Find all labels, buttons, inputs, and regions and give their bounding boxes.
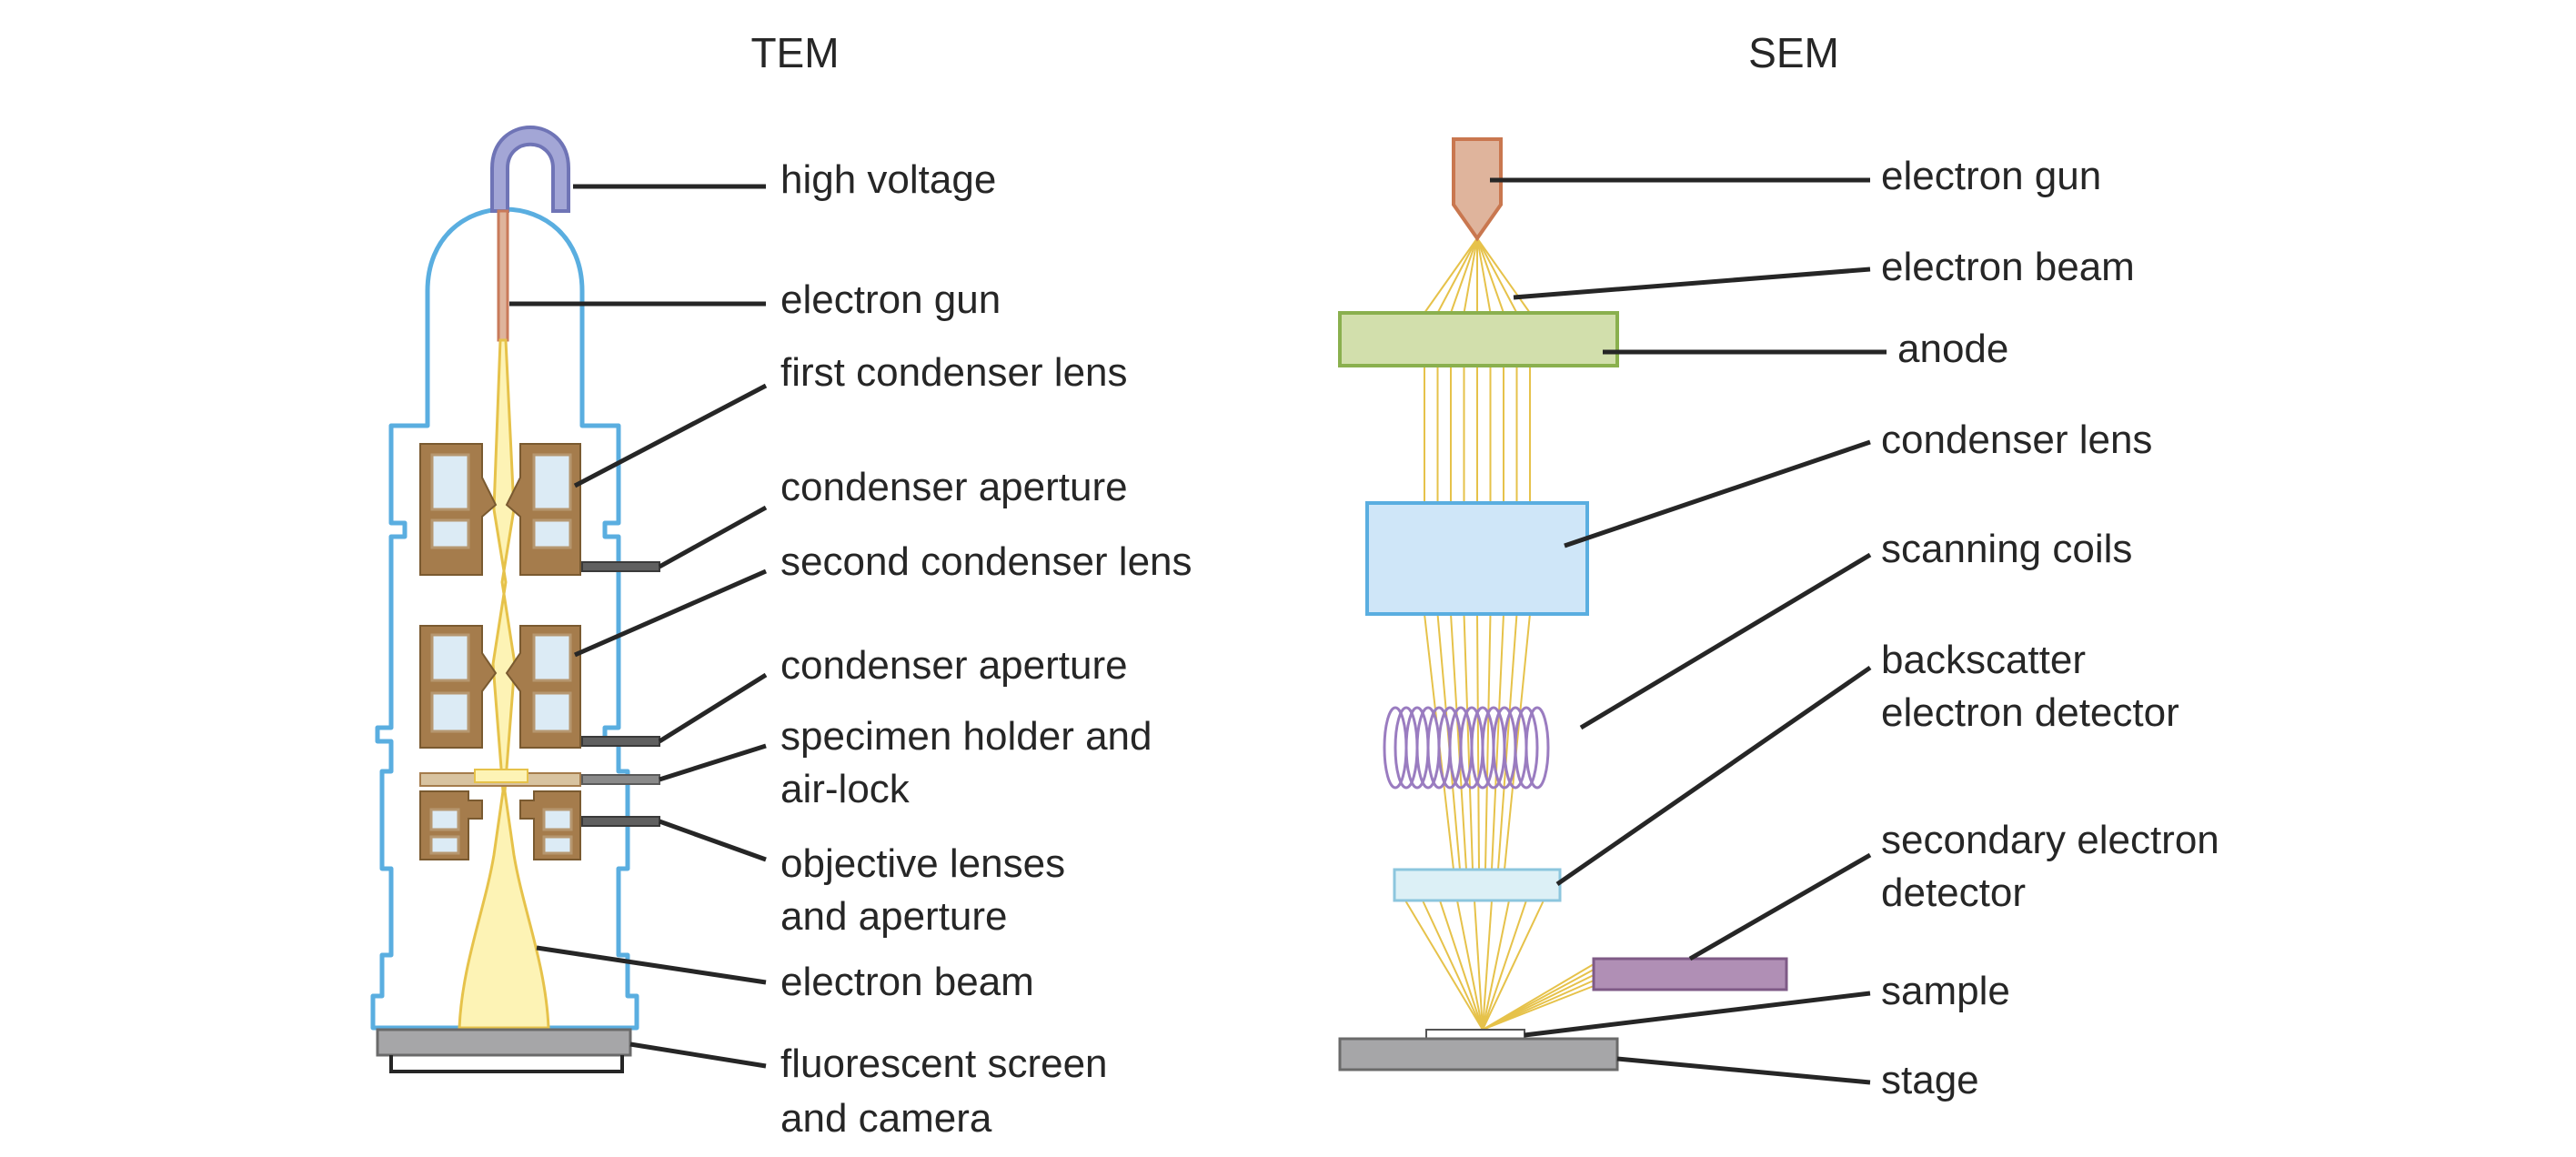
label-sem-electron-gun: electron gun bbox=[1881, 154, 2101, 198]
tem-electron-gun bbox=[497, 209, 509, 342]
tem-leader-lines bbox=[509, 184, 768, 1069]
beam-ray bbox=[1484, 613, 1492, 870]
anode bbox=[1338, 311, 1619, 367]
beam-ray bbox=[1422, 900, 1484, 1031]
beam-ray bbox=[1476, 613, 1480, 870]
label-objective-line2: and aperture bbox=[780, 894, 1008, 939]
label-scanning-coils: scanning coils bbox=[1881, 527, 2132, 571]
tem-labels: high voltage electron gun first condense… bbox=[780, 157, 1192, 1141]
sem-labels: electron gun electron beam anode condens… bbox=[1881, 154, 2219, 1102]
beam-ray bbox=[1482, 900, 1545, 1031]
label-second-condenser-lens: second condenser lens bbox=[780, 539, 1192, 584]
label-sem-stage: stage bbox=[1881, 1058, 1979, 1102]
coil-loop bbox=[1524, 706, 1550, 790]
label-tem-electron-beam: electron beam bbox=[780, 960, 1034, 1004]
beam-ray bbox=[1482, 900, 1493, 1031]
tem-diagram: TEM bbox=[370, 29, 1192, 1141]
label-anode: anode bbox=[1897, 327, 2008, 371]
beam-ray bbox=[1463, 237, 1478, 314]
beam-ray bbox=[1436, 237, 1478, 314]
label-first-condenser-lens: first condenser lens bbox=[780, 350, 1128, 395]
camera-base bbox=[389, 1055, 624, 1073]
tem-title: TEM bbox=[750, 29, 839, 76]
beam-ray bbox=[1491, 613, 1504, 870]
beam-ray bbox=[1476, 237, 1518, 314]
sem-diagram: SEM e bbox=[1338, 29, 2219, 1102]
beam-ray bbox=[1424, 237, 1478, 314]
label-secondary-line2: detector bbox=[1881, 870, 2026, 915]
label-secondary-line1: secondary electron bbox=[1881, 818, 2219, 862]
objective-aperture bbox=[581, 816, 660, 827]
beam-ray bbox=[1474, 900, 1484, 1031]
beam-ray bbox=[1404, 900, 1484, 1031]
beam-ray bbox=[1504, 613, 1531, 870]
backscatter-detector bbox=[1393, 868, 1562, 902]
beam-ray bbox=[1476, 237, 1531, 314]
tem-electron-beam bbox=[458, 338, 550, 1030]
beam-ray bbox=[1463, 613, 1474, 870]
objective-lenses bbox=[419, 790, 581, 860]
label-screen-line1: fluorescent screen bbox=[780, 1041, 1108, 1086]
label-tem-electron-gun: electron gun bbox=[780, 277, 1001, 322]
label-sample: sample bbox=[1881, 969, 2010, 1013]
coil-loop bbox=[1514, 706, 1539, 790]
beam-ray bbox=[1482, 900, 1510, 1031]
label-backscatter-line2: electron detector bbox=[1881, 690, 2179, 735]
beam-ray bbox=[1476, 237, 1492, 314]
label-specimen-holder-line1: specimen holder and bbox=[780, 714, 1152, 759]
secondary-electron-detector bbox=[1592, 957, 1788, 991]
beam-ray bbox=[1450, 613, 1467, 870]
high-voltage-icon bbox=[490, 126, 570, 213]
label-condenser-aperture-2: condenser aperture bbox=[780, 643, 1128, 688]
fluorescent-screen bbox=[376, 1028, 632, 1057]
beam-ray bbox=[1476, 237, 1504, 314]
second-condenser-lens bbox=[419, 625, 581, 749]
condenser-aperture-1 bbox=[581, 561, 660, 572]
beam-ray bbox=[1497, 613, 1518, 870]
first-condenser-lens bbox=[419, 443, 581, 576]
label-screen-line2: and camera bbox=[780, 1096, 992, 1141]
beam-ray bbox=[1439, 900, 1484, 1031]
sem-leader-lines bbox=[1490, 177, 1887, 1085]
scanning-coils bbox=[1383, 706, 1550, 790]
label-backscatter-line1: backscatter bbox=[1881, 638, 2086, 682]
beam-ray bbox=[1456, 900, 1484, 1031]
label-objective-line1: objective lenses bbox=[780, 841, 1065, 886]
sem-condenser-lens bbox=[1365, 501, 1589, 616]
label-sem-electron-beam: electron beam bbox=[1881, 245, 2135, 289]
label-high-voltage: high voltage bbox=[780, 157, 996, 202]
label-sem-condenser-lens: condenser lens bbox=[1881, 418, 2152, 462]
sem-stage bbox=[1338, 1037, 1619, 1071]
beam-ray bbox=[1482, 900, 1527, 1031]
condenser-aperture-2 bbox=[581, 736, 660, 747]
sem-title: SEM bbox=[1748, 29, 1839, 76]
label-specimen-holder-line2: air-lock bbox=[780, 767, 911, 811]
beam-ray bbox=[1450, 237, 1478, 314]
label-condenser-aperture-1: condenser aperture bbox=[780, 465, 1128, 509]
secondary-ray bbox=[1482, 985, 1595, 1031]
sem-electron-gun bbox=[1452, 137, 1503, 242]
